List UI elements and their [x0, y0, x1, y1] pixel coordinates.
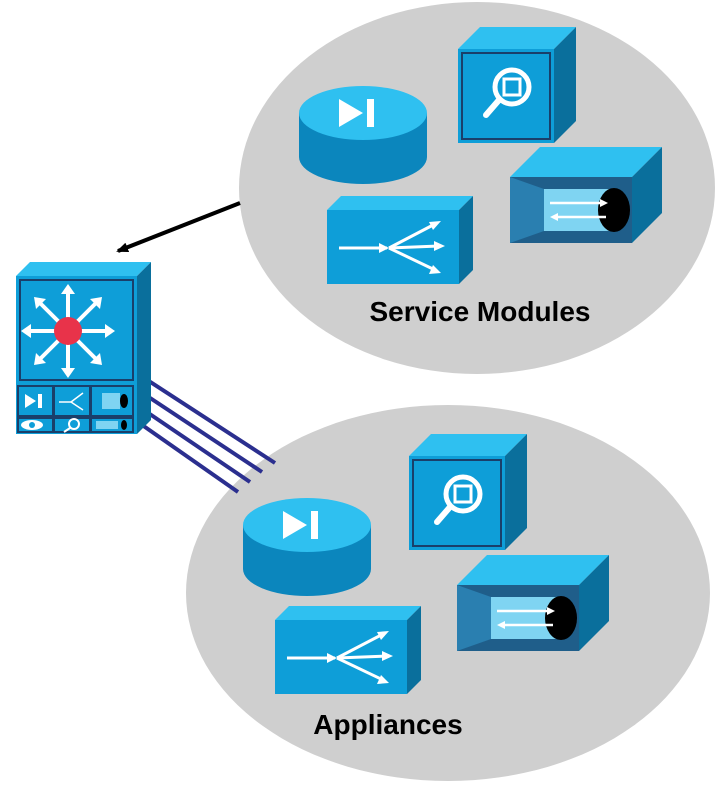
service-modules-arrow	[116, 201, 241, 253]
switch-firewall-module-icon	[102, 393, 128, 409]
multilayer-switch-icon	[16, 262, 151, 434]
firewall-icon	[455, 553, 611, 653]
ids-sensor-icon	[458, 27, 576, 143]
ids-sensor-icon	[409, 434, 527, 550]
appliance-links	[133, 370, 277, 494]
switch-content-module-icon	[25, 394, 42, 408]
service-modules-label: Service Modules	[370, 296, 591, 327]
switch-load-balancer-module-icon	[59, 392, 84, 411]
load-balancer-icon	[273, 604, 423, 696]
content-engine-icon	[243, 498, 371, 596]
content-engine-icon	[299, 86, 427, 184]
load-balancer-icon	[325, 194, 475, 286]
firewall-icon	[508, 145, 664, 245]
switch-ssl-module-icon	[96, 420, 127, 430]
appliances-label: Appliances	[313, 709, 462, 740]
switch-ids-module-icon	[63, 418, 80, 433]
switch-router-module-icon	[21, 420, 43, 430]
